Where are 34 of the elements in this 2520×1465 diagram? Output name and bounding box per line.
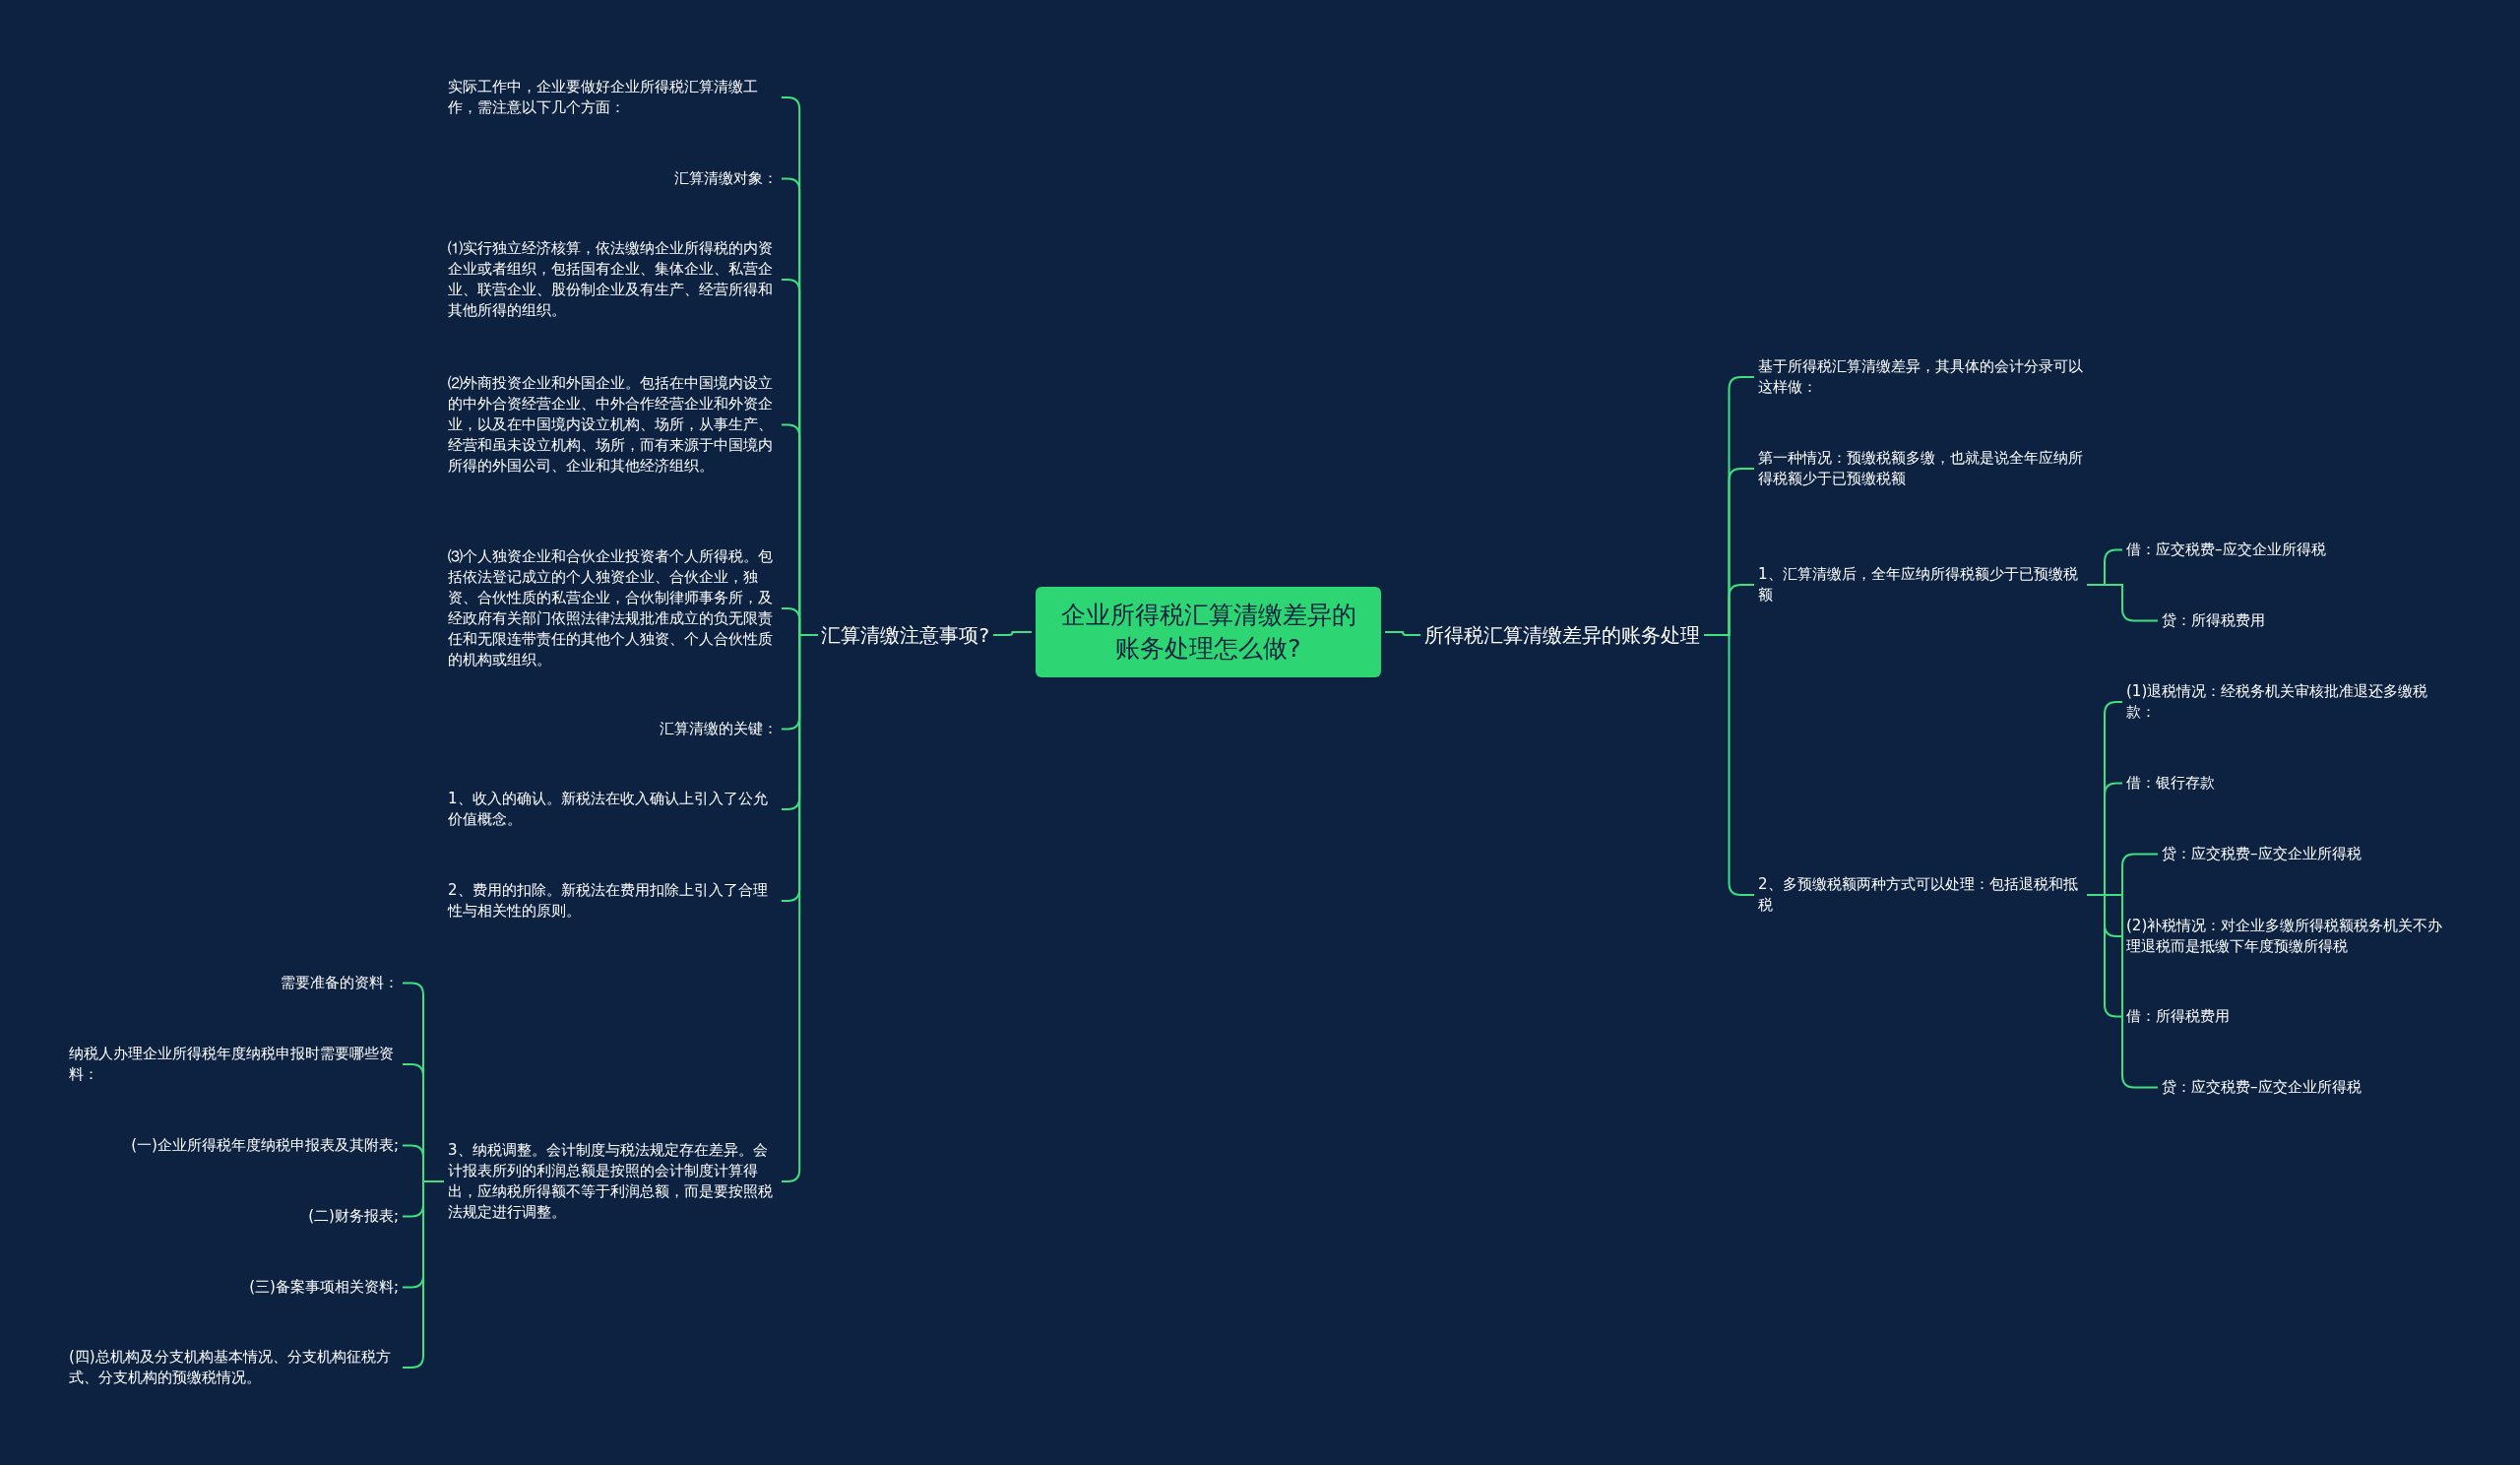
topic-text: 1、收入的确认。新税法在收入确认上引入了公允价值概念。 <box>448 789 778 830</box>
topic-text: 汇算清缴的关键： <box>660 719 778 739</box>
topic-text: (1)退税情况：经税务机关审核批准退还多缴税款： <box>2126 681 2451 723</box>
branch-topic: 所得税汇算清缴差异的账务处理 <box>1424 622 1700 648</box>
topic-text: 借：银行存款 <box>2126 773 2215 794</box>
topic-text: 3、纳税调整。会计制度与税法规定存在差异。会计报表所列的利润总额是按照的会计制度计算得出，应纳税所得额不等于利润总额，而是要按照税法规定进行调整。 <box>448 1140 778 1223</box>
topic-text: 贷：所得税费用 <box>2162 610 2265 631</box>
topic-text: 第一种情况：预缴税额多缴，也就是说全年应纳所得税额少于已预缴税额 <box>1758 448 2083 489</box>
topic-text: 借：应交税费–应交企业所得税 <box>2126 540 2326 560</box>
topic-text: 2、多预缴税额两种方式可以处理：包括退税和抵税 <box>1758 874 2083 916</box>
connector-line <box>2086 894 2159 1089</box>
connector-line <box>1384 631 1421 636</box>
topic-text: 需要准备的资料： <box>281 973 399 993</box>
topic-text: 1、汇算清缴后，全年应纳所得税额少于已预缴税额 <box>1758 564 2083 605</box>
topic-text: ⑵外商投资企业和外国企业。包括在中国境内设立的中外合资经营企业、中外合作经营企业和外资企业，以及在中国境内设立机构、场所，从事生产、经营和虽未设立机构、场所，而有来源于中国境内所得的外国公司、企业和其他经济组织。 <box>448 373 778 477</box>
topic-text: (四)总机构及分支机构基本情况、分支机构征税方式、分支机构的预缴税情况。 <box>69 1347 399 1388</box>
topic-text: 汇算清缴对象： <box>674 168 778 189</box>
topic-text: ⑶个人独资企业和合伙企业投资者个人所得税。包括依法登记成立的个人独资企业、合伙企业，独资、合伙性质的私营企业，合伙制律师事务所，及经政府有关部门依照法律法规批准成立的负无限责任和无限连带责任的其他个人独资、个人合伙性质的机构或组织。 <box>448 546 778 670</box>
topic-text: 实际工作中，企业要做好企业所得税汇算清缴工作，需注意以下几个方面： <box>448 77 778 118</box>
topic-text: (2)补税情况：对企业多缴所得税额税务机关不办理退税而是抵缴下年度预缴所得税 <box>2126 916 2451 957</box>
connector-line <box>2086 584 2159 622</box>
connector-line <box>992 631 1033 636</box>
branch-topic: 汇算清缴注意事项? <box>821 622 989 648</box>
topic-text: (一)企业所得税年度纳税申报表及其附表; <box>131 1135 399 1156</box>
topic-text: 纳税人办理企业所得税年度纳税申报时需要哪些资料： <box>69 1044 399 1085</box>
topic-text: (二)财务报表; <box>308 1206 399 1227</box>
central-topic: 企业所得税汇算清缴差异的账务处理怎么做? <box>1036 587 1381 677</box>
topic-text: 贷：应交税费–应交企业所得税 <box>2162 1077 2362 1098</box>
topic-text: 2、费用的扣除。新税法在费用扣除上引入了合理性与相关性的原则。 <box>448 880 778 922</box>
topic-text: (三)备案事项相关资料; <box>249 1277 399 1298</box>
topic-text: ⑴实行独立经济核算，依法缴纳企业所得税的内资企业或者组织，包括国有企业、集体企业、私营企业、联营企业、股份制企业及有生产、经营所得和其他所得的组织。 <box>448 238 778 321</box>
topic-text: 基于所得税汇算清缴差异，其具体的会计分录可以这样做： <box>1758 356 2083 398</box>
topic-text: 借：所得税费用 <box>2126 1006 2230 1027</box>
topic-text: 贷：应交税费–应交企业所得税 <box>2162 844 2362 864</box>
